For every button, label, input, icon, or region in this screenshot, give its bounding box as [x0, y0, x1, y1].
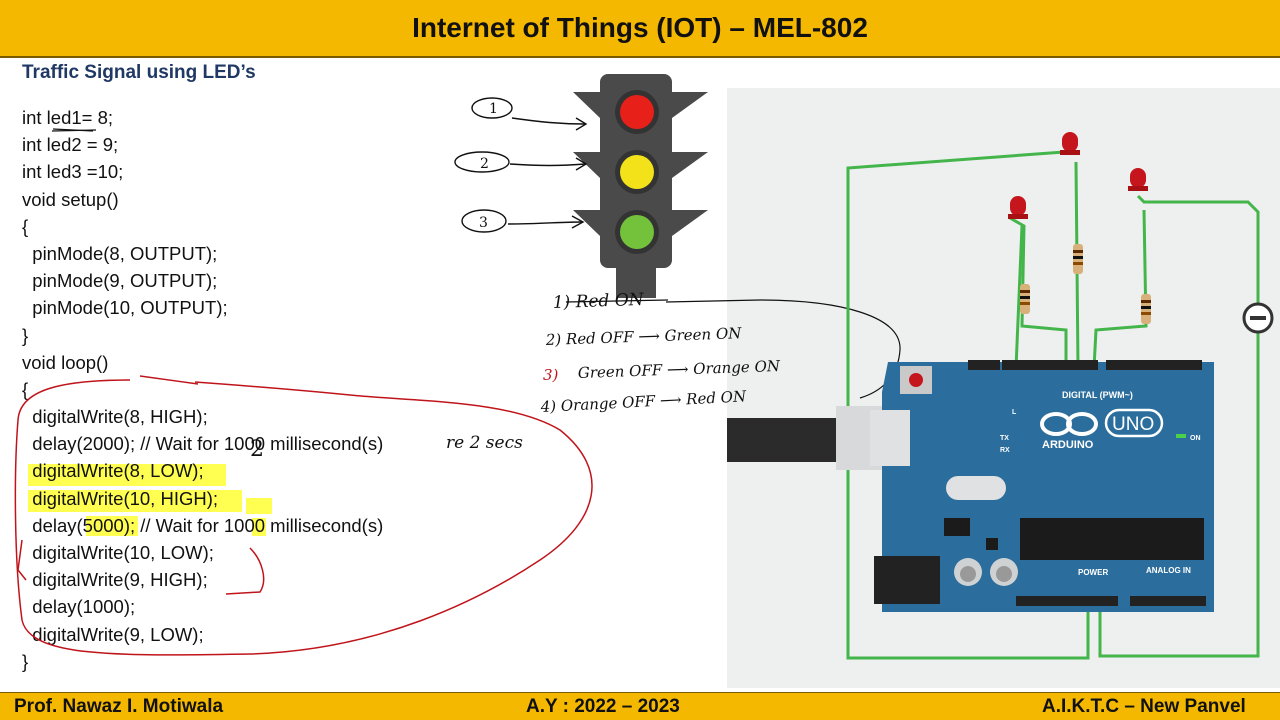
arduino-circuit: ARDUINO UNO DIGITAL (PWM~) POWER ANALOG …	[727, 132, 1274, 660]
code-line: {	[22, 378, 29, 400]
code-line: int led1= 8;	[22, 107, 114, 128]
l-led-label: L	[1012, 409, 1017, 416]
code-line: digitalWrite(10, LOW);	[22, 542, 214, 563]
resistor-3	[1141, 294, 1151, 324]
red-lamp	[620, 95, 654, 129]
digital-header-label: DIGITAL (PWM~)	[1062, 390, 1133, 400]
led-3	[1128, 168, 1148, 191]
usb-cable	[727, 418, 837, 462]
code-line: digitalWrite(8, LOW);	[22, 460, 204, 482]
board-model: UNO	[1112, 414, 1154, 435]
code-line: }	[22, 324, 29, 346]
code-line: {	[22, 215, 29, 237]
callout-number-2: 2	[480, 156, 489, 172]
note-step-3: Green OFF ⟶ Orange ON	[578, 357, 782, 382]
arduino-logo	[1040, 408, 1164, 438]
code-line: digitalWrite(10, HIGH);	[22, 487, 219, 509]
microcontroller-chip	[1020, 518, 1204, 560]
led-1	[1060, 132, 1080, 155]
code-line: delay(2000); // Wait for 1000 millisecon…	[22, 433, 384, 455]
resistor-2	[1073, 244, 1083, 274]
circuit-wires	[846, 150, 1260, 660]
code-line: digitalWrite(8, HIGH);	[22, 406, 208, 428]
code-highlights	[28, 464, 272, 536]
note-step-2: 2) Red OFF ⟶ Green ON	[545, 324, 743, 349]
code-line: pinMode(9, OUTPUT);	[22, 270, 218, 292]
slide-title: Internet of Things (IOT) – MEL-802	[412, 12, 868, 43]
green-lamp	[620, 215, 654, 249]
ink-number-two: 2	[250, 437, 264, 462]
note-bracket-line	[665, 299, 901, 399]
code-line: pinMode(10, OUTPUT);	[22, 297, 228, 319]
power-header-label: POWER	[1078, 568, 1108, 577]
yellow-lamp	[620, 155, 654, 189]
analog-header-label: ANALOG IN	[1146, 566, 1191, 575]
code-line: pinMode(8, OUTPUT);	[22, 242, 218, 264]
footer-institute: A.I.K.T.C – New Panvel	[1042, 696, 1246, 717]
code-listing: int led1= 8; int led2 = 9; int led3 =10; vo…	[22, 104, 383, 675]
note-step-3-number: 3)	[543, 366, 559, 384]
callout-number-1: 1	[489, 101, 498, 117]
ink-underlines	[51, 128, 97, 132]
code-line: delay(5000); // Wait for 1000 millisecon…	[22, 514, 384, 536]
code-line: }	[22, 650, 29, 672]
code-line: delay(1000);	[22, 596, 136, 618]
lamp-number-callouts	[454, 97, 588, 233]
board-brand: ARDUINO	[1042, 439, 1094, 451]
resistor-1	[1020, 284, 1030, 314]
code-line: void loop()	[22, 351, 109, 373]
drawing-overlay: 1 2 3 1) Red ON 2) Red OFF ⟶ Green ON 3)…	[14, 74, 1274, 660]
footer-academic-year: A.Y : 2022 – 2023	[526, 696, 680, 717]
title-banner: Internet of Things (IOT) – MEL-802	[0, 0, 1280, 58]
code-line: int led3 =10;	[22, 161, 124, 183]
ink-loop-outline	[14, 379, 593, 656]
led-2	[1008, 196, 1028, 219]
code-line: void setup()	[22, 188, 119, 210]
ink-two-secs: re 2 secs	[446, 433, 523, 453]
on-led-label: ON	[1190, 435, 1201, 442]
tx-label: TX	[1000, 435, 1009, 442]
callout-number-3: 3	[479, 215, 488, 231]
footer-author: Prof. Nawaz I. Motiwala	[14, 696, 224, 717]
code-line: digitalWrite(9, HIGH);	[22, 569, 208, 591]
traffic-light-illustration	[573, 74, 708, 298]
note-step-4: 4) Orange OFF ⟶ Red ON	[539, 387, 747, 416]
footer-bar: Prof. Nawaz I. Motiwala A.Y : 2022 – 202…	[0, 692, 1280, 720]
code-line: digitalWrite(9, LOW);	[22, 623, 204, 645]
slide-subtitle: Traffic Signal using LED’s	[22, 62, 256, 83]
code-line: int led2 = 9;	[22, 134, 119, 156]
rx-label: RX	[1000, 447, 1010, 454]
